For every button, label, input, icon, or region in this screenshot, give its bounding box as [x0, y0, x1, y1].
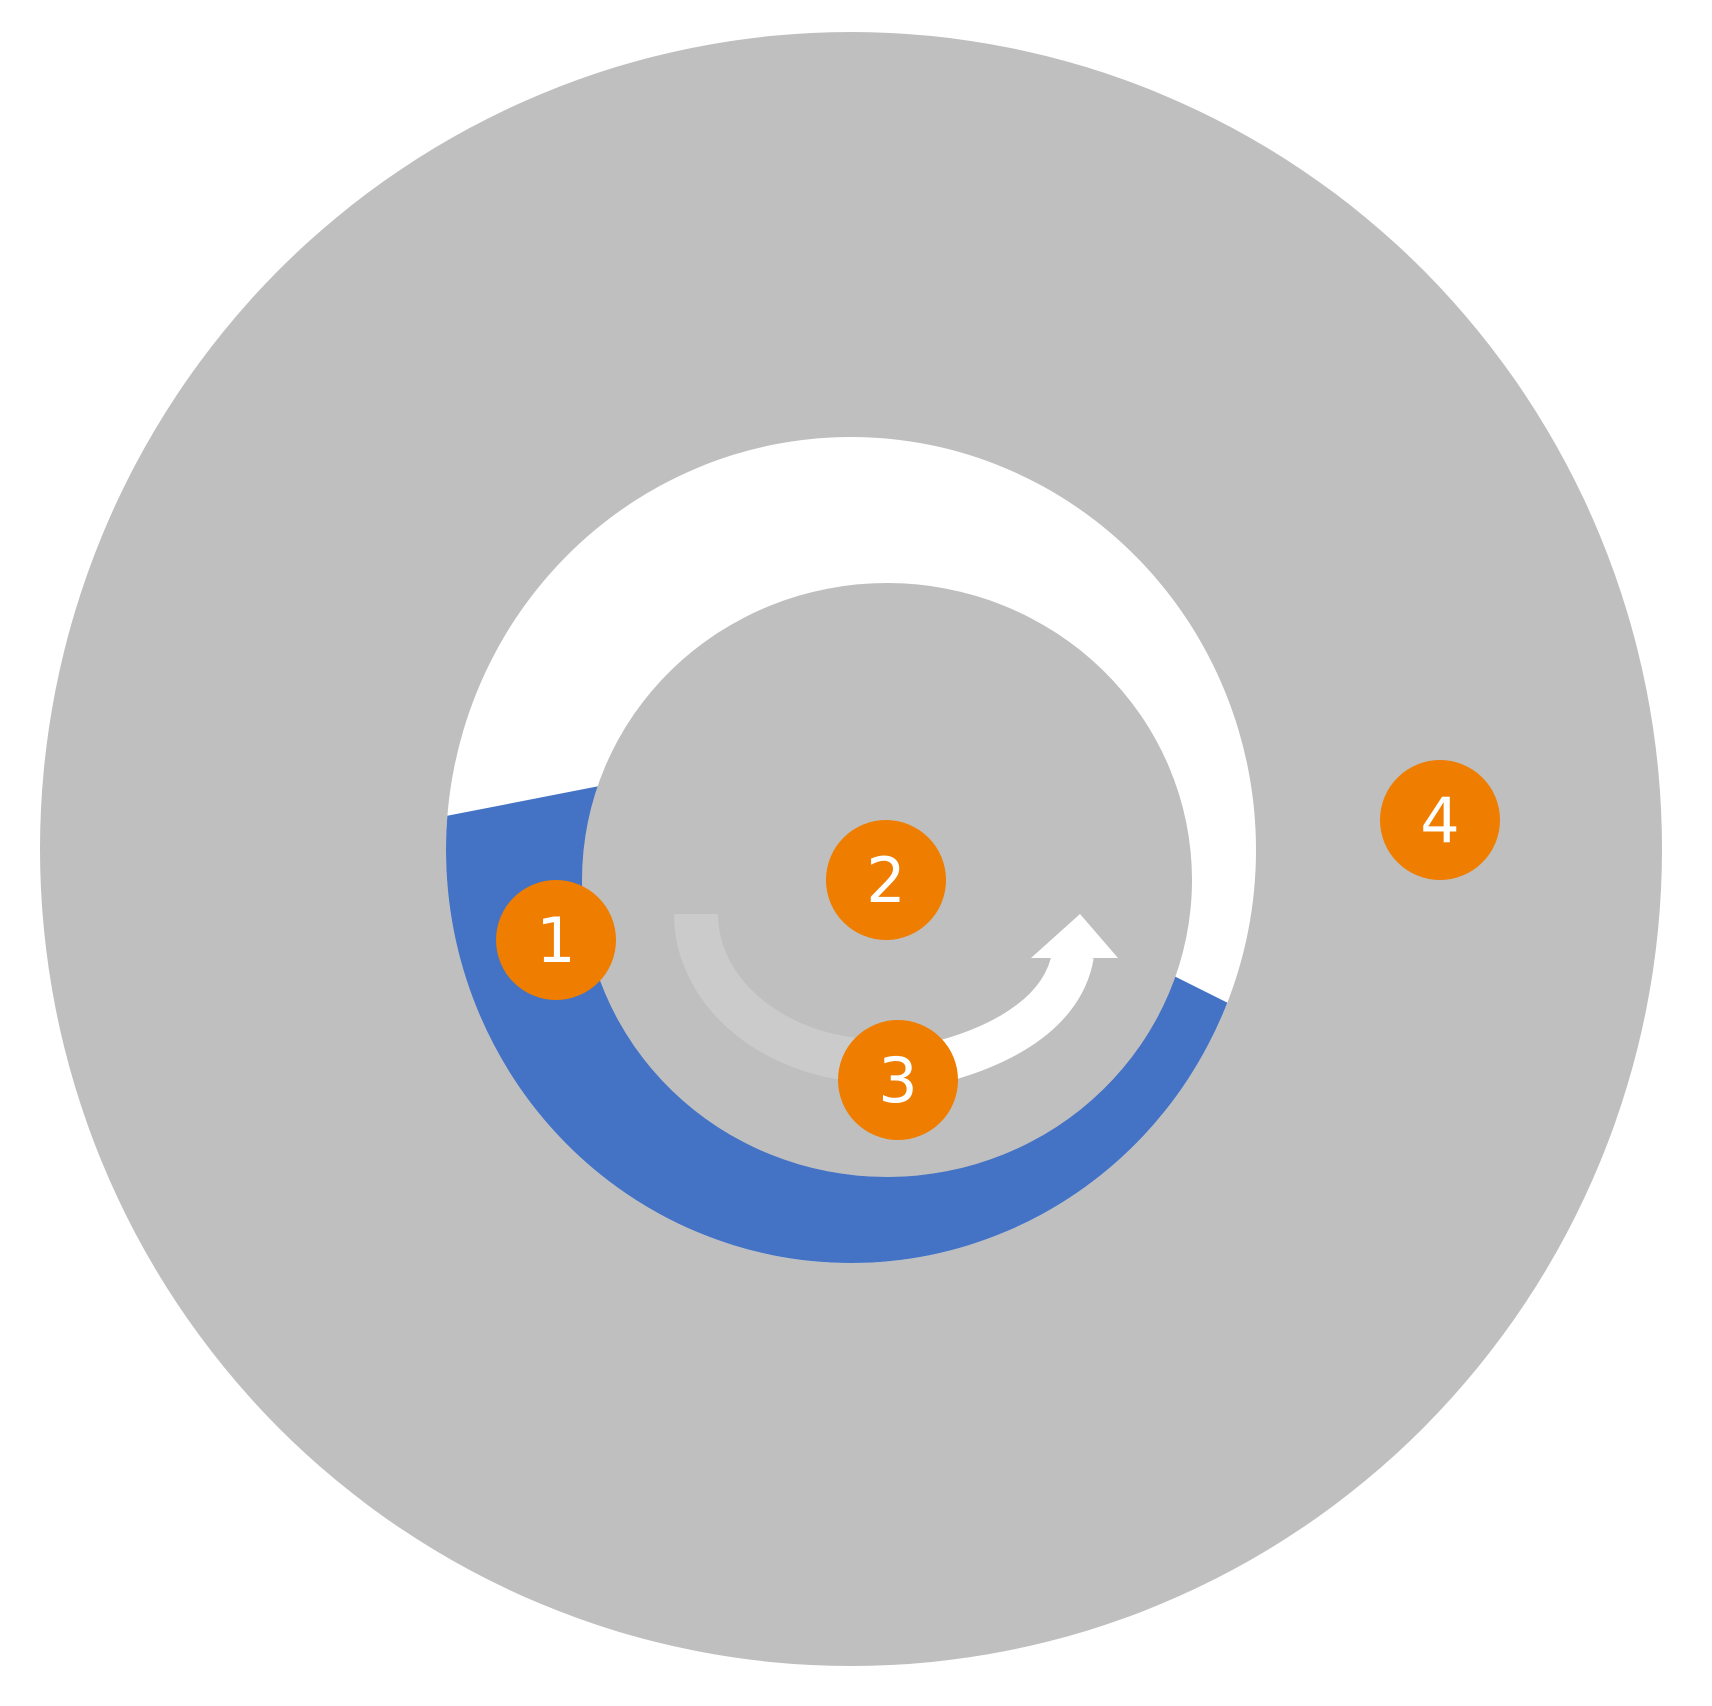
badge-1: 1: [496, 880, 616, 1000]
gray-arc: [674, 913, 881, 1083]
badge-1-label: 1: [536, 904, 575, 977]
badge-3: 3: [838, 1020, 958, 1140]
arrow-up-icon: [1031, 914, 1118, 958]
badge-4-label: 4: [1420, 784, 1459, 857]
badge-3-label: 3: [878, 1044, 917, 1117]
badge-2-label: 2: [866, 844, 905, 917]
badge-4: 4: [1380, 760, 1500, 880]
badge-2: 2: [826, 820, 946, 940]
